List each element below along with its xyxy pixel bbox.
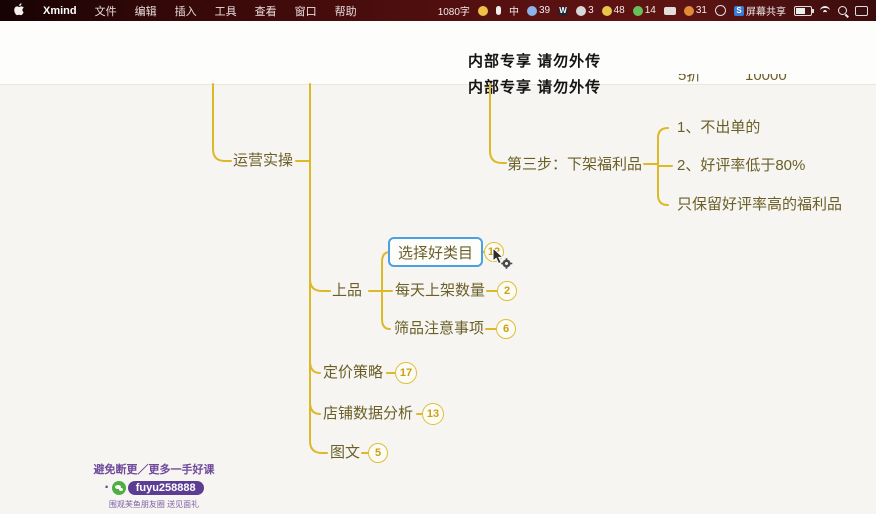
node-step3-remove-welfare[interactable]: 第三步：下架福利品	[507, 156, 643, 173]
badge-daily-quantity[interactable]: 2	[497, 281, 517, 301]
search-icon[interactable]	[838, 6, 847, 15]
w-app-icon[interactable]: W	[558, 5, 569, 16]
node-daily-quantity[interactable]: 每天上架数量	[395, 282, 486, 299]
promo-watermark: 避免断更／更多一手好课 · fuyu258888 围观芙鱼朋友圈 送见面礼	[84, 461, 224, 510]
clipped-node-left-text: 5折	[678, 74, 702, 84]
clipped-node-right-text: 10000	[745, 74, 787, 84]
control-center-icon[interactable]	[855, 5, 868, 16]
badge-selection-notes[interactable]: 6	[496, 319, 516, 339]
menu-tools[interactable]: 工具	[214, 5, 237, 18]
menu-edit[interactable]: 编辑	[134, 5, 157, 18]
chat-app-icon[interactable]: 14	[632, 5, 656, 16]
apple-icon[interactable]	[14, 2, 25, 19]
camera-icon[interactable]	[663, 6, 676, 15]
wechat-icon	[111, 481, 126, 495]
node-low-rating[interactable]: 2、好评率低于80%	[677, 157, 806, 174]
node-shop-analytics[interactable]: 店铺数据分析	[323, 405, 414, 422]
node-operations[interactable]: 运营实操	[233, 152, 294, 169]
battery-icon[interactable]	[794, 5, 814, 16]
node-choose-category-label: 选择好类目	[397, 244, 473, 262]
menu-file[interactable]: 文件	[94, 5, 117, 18]
hand-app-icon[interactable]: 31	[683, 5, 707, 16]
node-listing[interactable]: 上品	[332, 282, 363, 299]
node-pricing-strategy[interactable]: 定价策略	[323, 364, 384, 381]
watermark-text-1: 内部专享 请勿外传	[468, 53, 602, 70]
badge-image-text[interactable]: 5	[368, 443, 388, 463]
emoji-status-icon[interactable]	[477, 5, 488, 16]
clip-app-icon[interactable]: 3	[576, 5, 594, 16]
watermark-text-2: 内部专享 请勿外传	[468, 79, 602, 96]
node-keep-high-rating[interactable]: 只保留好评率高的福利品	[677, 196, 843, 213]
wifi-icon[interactable]	[820, 6, 830, 15]
menu-window[interactable]: 窗口	[294, 5, 317, 18]
wechat-id-pill: fuyu258888	[127, 481, 204, 495]
menu-bar: Xmind 文件 编辑 插入 工具 查看 窗口 帮助 1080字 中 39 W …	[0, 0, 876, 21]
menu-insert[interactable]: 插入	[174, 5, 197, 18]
clipped-price-node[interactable]: 5折 10000	[668, 74, 808, 88]
mouse-cursor-icon	[492, 248, 513, 269]
upload-circle-icon[interactable]	[715, 5, 726, 16]
menu-view[interactable]: 查看	[254, 5, 277, 18]
node-image-text[interactable]: 图文	[330, 444, 361, 461]
node-choose-category-selected[interactable]: 选择好类目	[388, 237, 483, 267]
node-selection-notes[interactable]: 筛品注意事项	[394, 320, 485, 337]
microphone-icon[interactable]	[495, 6, 501, 15]
promo-dot: ·	[104, 479, 110, 496]
badge-pricing-strategy[interactable]: 17	[395, 362, 417, 384]
promo-subtext: 围观芙鱼朋友圈 送见面礼	[108, 500, 200, 509]
bird-app-icon[interactable]: 39	[526, 5, 550, 16]
node-no-orders[interactable]: 1、不出单的	[677, 119, 761, 136]
fish-app-icon[interactable]: 48	[601, 5, 625, 16]
promo-slogan: 避免断更／更多一手好课	[93, 464, 215, 476]
menu-help[interactable]: 帮助	[334, 5, 357, 18]
input-method-icon[interactable]: 中	[508, 7, 519, 18]
status-word-count[interactable]: 1080字	[437, 7, 470, 18]
menu-app-name[interactable]: Xmind	[43, 4, 77, 17]
badge-shop-analytics[interactable]: 13	[422, 403, 444, 425]
